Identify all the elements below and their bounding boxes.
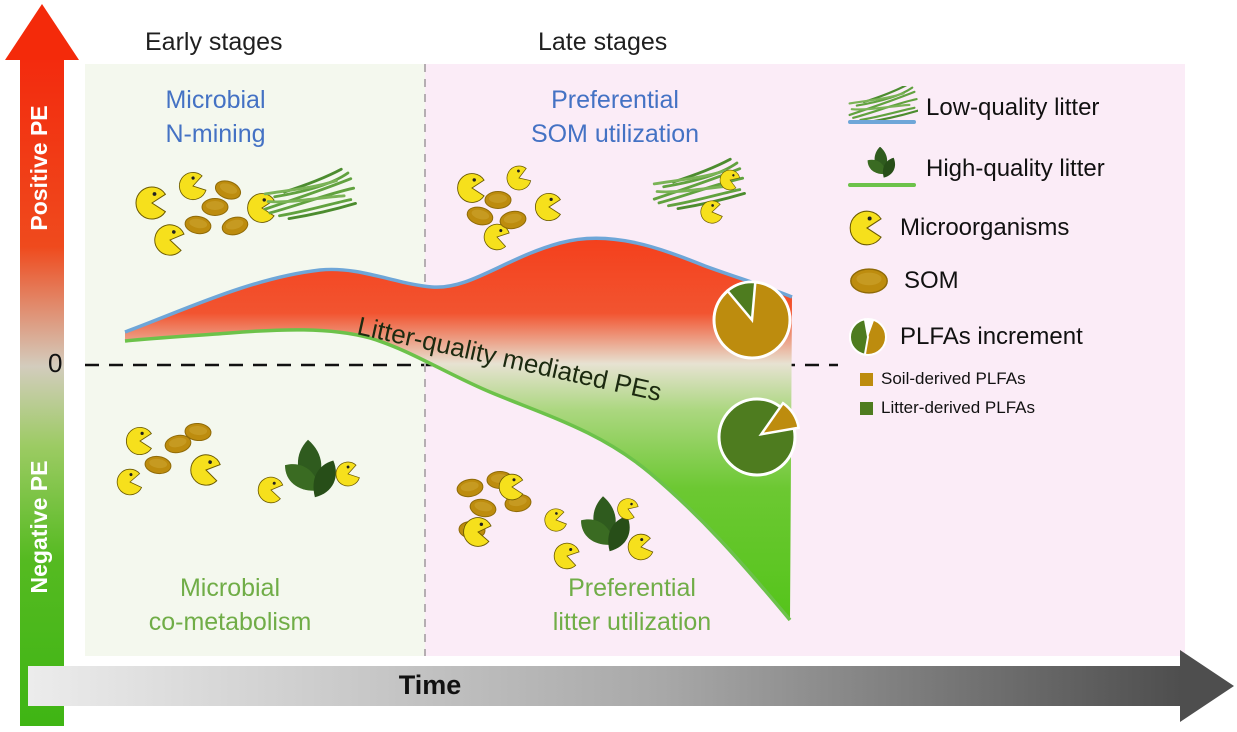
microorganism-icon — [461, 515, 493, 549]
microorganism-icon — [625, 532, 655, 563]
positive-pe-label: Positive PE — [26, 105, 52, 231]
legend-label: PLFAs increment — [900, 323, 1083, 350]
microorganism-icon — [332, 459, 362, 490]
legend-item-microorganisms: Microorganisms — [846, 208, 1196, 248]
microorganism-icon — [125, 426, 152, 456]
label-preferential-litter-utilization: Preferential litter utilization — [552, 574, 712, 636]
late-stages-heading: Late stages — [538, 28, 668, 56]
legend-label: High-quality litter — [926, 155, 1105, 182]
microorganism-icon — [187, 451, 223, 488]
microorganisms-icon — [849, 210, 882, 246]
som-icon — [484, 191, 512, 209]
cluster-top-left — [135, 167, 357, 258]
high-quality-litter-icon — [848, 147, 916, 187]
time-axis-arrowhead-icon — [1180, 650, 1234, 722]
label-preferential-som-utilization: Preferential SOM utilization — [530, 86, 700, 148]
microorganism-icon — [255, 474, 285, 505]
label-microbial-co-metabolism: Microbial co-metabolism — [148, 574, 312, 636]
upper-curve-low-quality — [124, 236, 793, 334]
early-stage-region — [85, 64, 425, 656]
negative-pe-label: Negative PE — [26, 460, 52, 594]
legend: Low-quality litter High-quality litter M… — [846, 86, 1196, 418]
som-icon — [183, 213, 213, 237]
legend-label: SOM — [904, 267, 959, 294]
som-icon — [468, 496, 498, 520]
microorganism-icon — [551, 540, 581, 572]
legend-sub-label: Litter-derived PLFAs — [881, 398, 1036, 417]
label-microbial-n-mining: Microbial N-mining — [165, 86, 266, 148]
legend-item-high-quality-litter: High-quality litter — [846, 147, 1196, 191]
pe-band — [125, 238, 792, 620]
pie-litter-dominant — [717, 397, 801, 477]
som-icon — [201, 198, 229, 216]
legend-item-low-quality-litter: Low-quality litter — [846, 86, 1196, 130]
low-quality-litter-icon — [263, 167, 357, 221]
microorganism-icon — [614, 495, 641, 523]
legend-label: Low-quality litter — [926, 94, 1100, 121]
time-axis-label: Time — [398, 670, 462, 700]
legend-label: Microorganisms — [900, 214, 1070, 241]
pie-soil-dominant — [712, 280, 792, 360]
som-icon — [455, 476, 485, 500]
som-icon — [143, 454, 173, 476]
zero-label: 0 — [48, 348, 63, 378]
microorganism-icon — [175, 169, 208, 204]
pe-axis-arrowhead-icon — [5, 4, 79, 60]
microorganism-icon — [151, 221, 186, 258]
legend-subitem-soil-derived-plfas: Soil-derived PLFAs — [860, 369, 1196, 389]
microorganism-icon — [542, 506, 568, 534]
lower-curve-high-quality — [124, 328, 792, 622]
cluster-bottom-left — [115, 421, 362, 505]
legend-item-plfas-increment: PLFAs increment — [846, 314, 1196, 360]
litter-derived-swatch — [860, 401, 873, 415]
microorganism-icon — [503, 162, 533, 194]
pe-axis-shaft — [20, 60, 64, 726]
low-quality-litter-icon — [848, 86, 918, 124]
microorganism-icon — [534, 192, 561, 222]
legend-item-som: SOM — [846, 265, 1196, 297]
plfas-increment-icon — [849, 318, 887, 356]
soil-derived-swatch — [860, 372, 873, 386]
high-quality-litter-icon — [285, 439, 336, 498]
time-axis-shaft — [28, 666, 1182, 706]
som-icon — [850, 268, 888, 294]
pe-axis — [4, 4, 80, 726]
cluster-bottom-middle — [455, 471, 655, 572]
som-icon — [464, 203, 496, 229]
legend-sub-label: Soil-derived PLFAs — [881, 369, 1026, 388]
microorganism-icon — [457, 173, 485, 203]
early-stages-heading: Early stages — [145, 28, 283, 56]
legend-subitem-litter-derived-plfas: Litter-derived PLFAs — [860, 398, 1196, 418]
microorganism-icon — [115, 467, 143, 497]
microorganism-icon — [135, 186, 166, 220]
som-icon — [219, 213, 251, 239]
microorganism-icon — [498, 473, 524, 501]
